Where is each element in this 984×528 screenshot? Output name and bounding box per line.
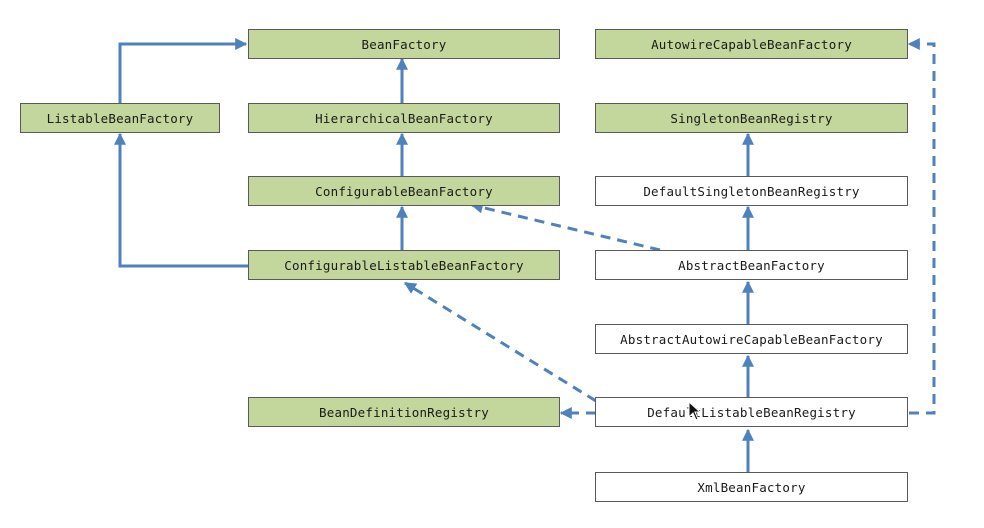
- edge-listable-to-beanfactory: [118, 38, 248, 105]
- edge-defaultlistable-implements-autowirecapable: [907, 38, 936, 415]
- node-bean-definition-registry: BeanDefinitionRegistry: [248, 397, 560, 427]
- edge-abstractbean-implements-configurable: [470, 201, 661, 252]
- node-xml-bean-factory: XmlBeanFactory: [595, 472, 908, 502]
- node-hierarchical-bean-factory: HierarchicalBeanFactory: [248, 103, 560, 133]
- node-default-singleton-bean-registry: DefaultSingletonBeanRegistry: [595, 176, 908, 206]
- node-default-listable-bean-registry: DefaultListableBeanRegistry: [595, 397, 908, 427]
- node-configurable-bean-factory: ConfigurableBeanFactory: [248, 176, 560, 206]
- mouse-cursor-icon: [688, 401, 702, 421]
- node-bean-factory: BeanFactory: [248, 29, 560, 59]
- edge-defaultlistable-implements-configurablelistable: [403, 281, 597, 403]
- node-abstract-bean-factory: AbstractBeanFactory: [595, 250, 908, 280]
- edge-configurablelistable-to-listable: [114, 132, 248, 268]
- node-autowire-capable-bean-factory: AutowireCapableBeanFactory: [595, 29, 908, 59]
- node-singleton-bean-registry: SingletonBeanRegistry: [595, 103, 908, 133]
- node-abstract-autowire-capable-bean-factory: AbstractAutowireCapableBeanFactory: [595, 324, 908, 354]
- node-configurable-listable-bean-factory: ConfigurableListableBeanFactory: [248, 250, 560, 280]
- node-listable-bean-factory: ListableBeanFactory: [20, 103, 220, 133]
